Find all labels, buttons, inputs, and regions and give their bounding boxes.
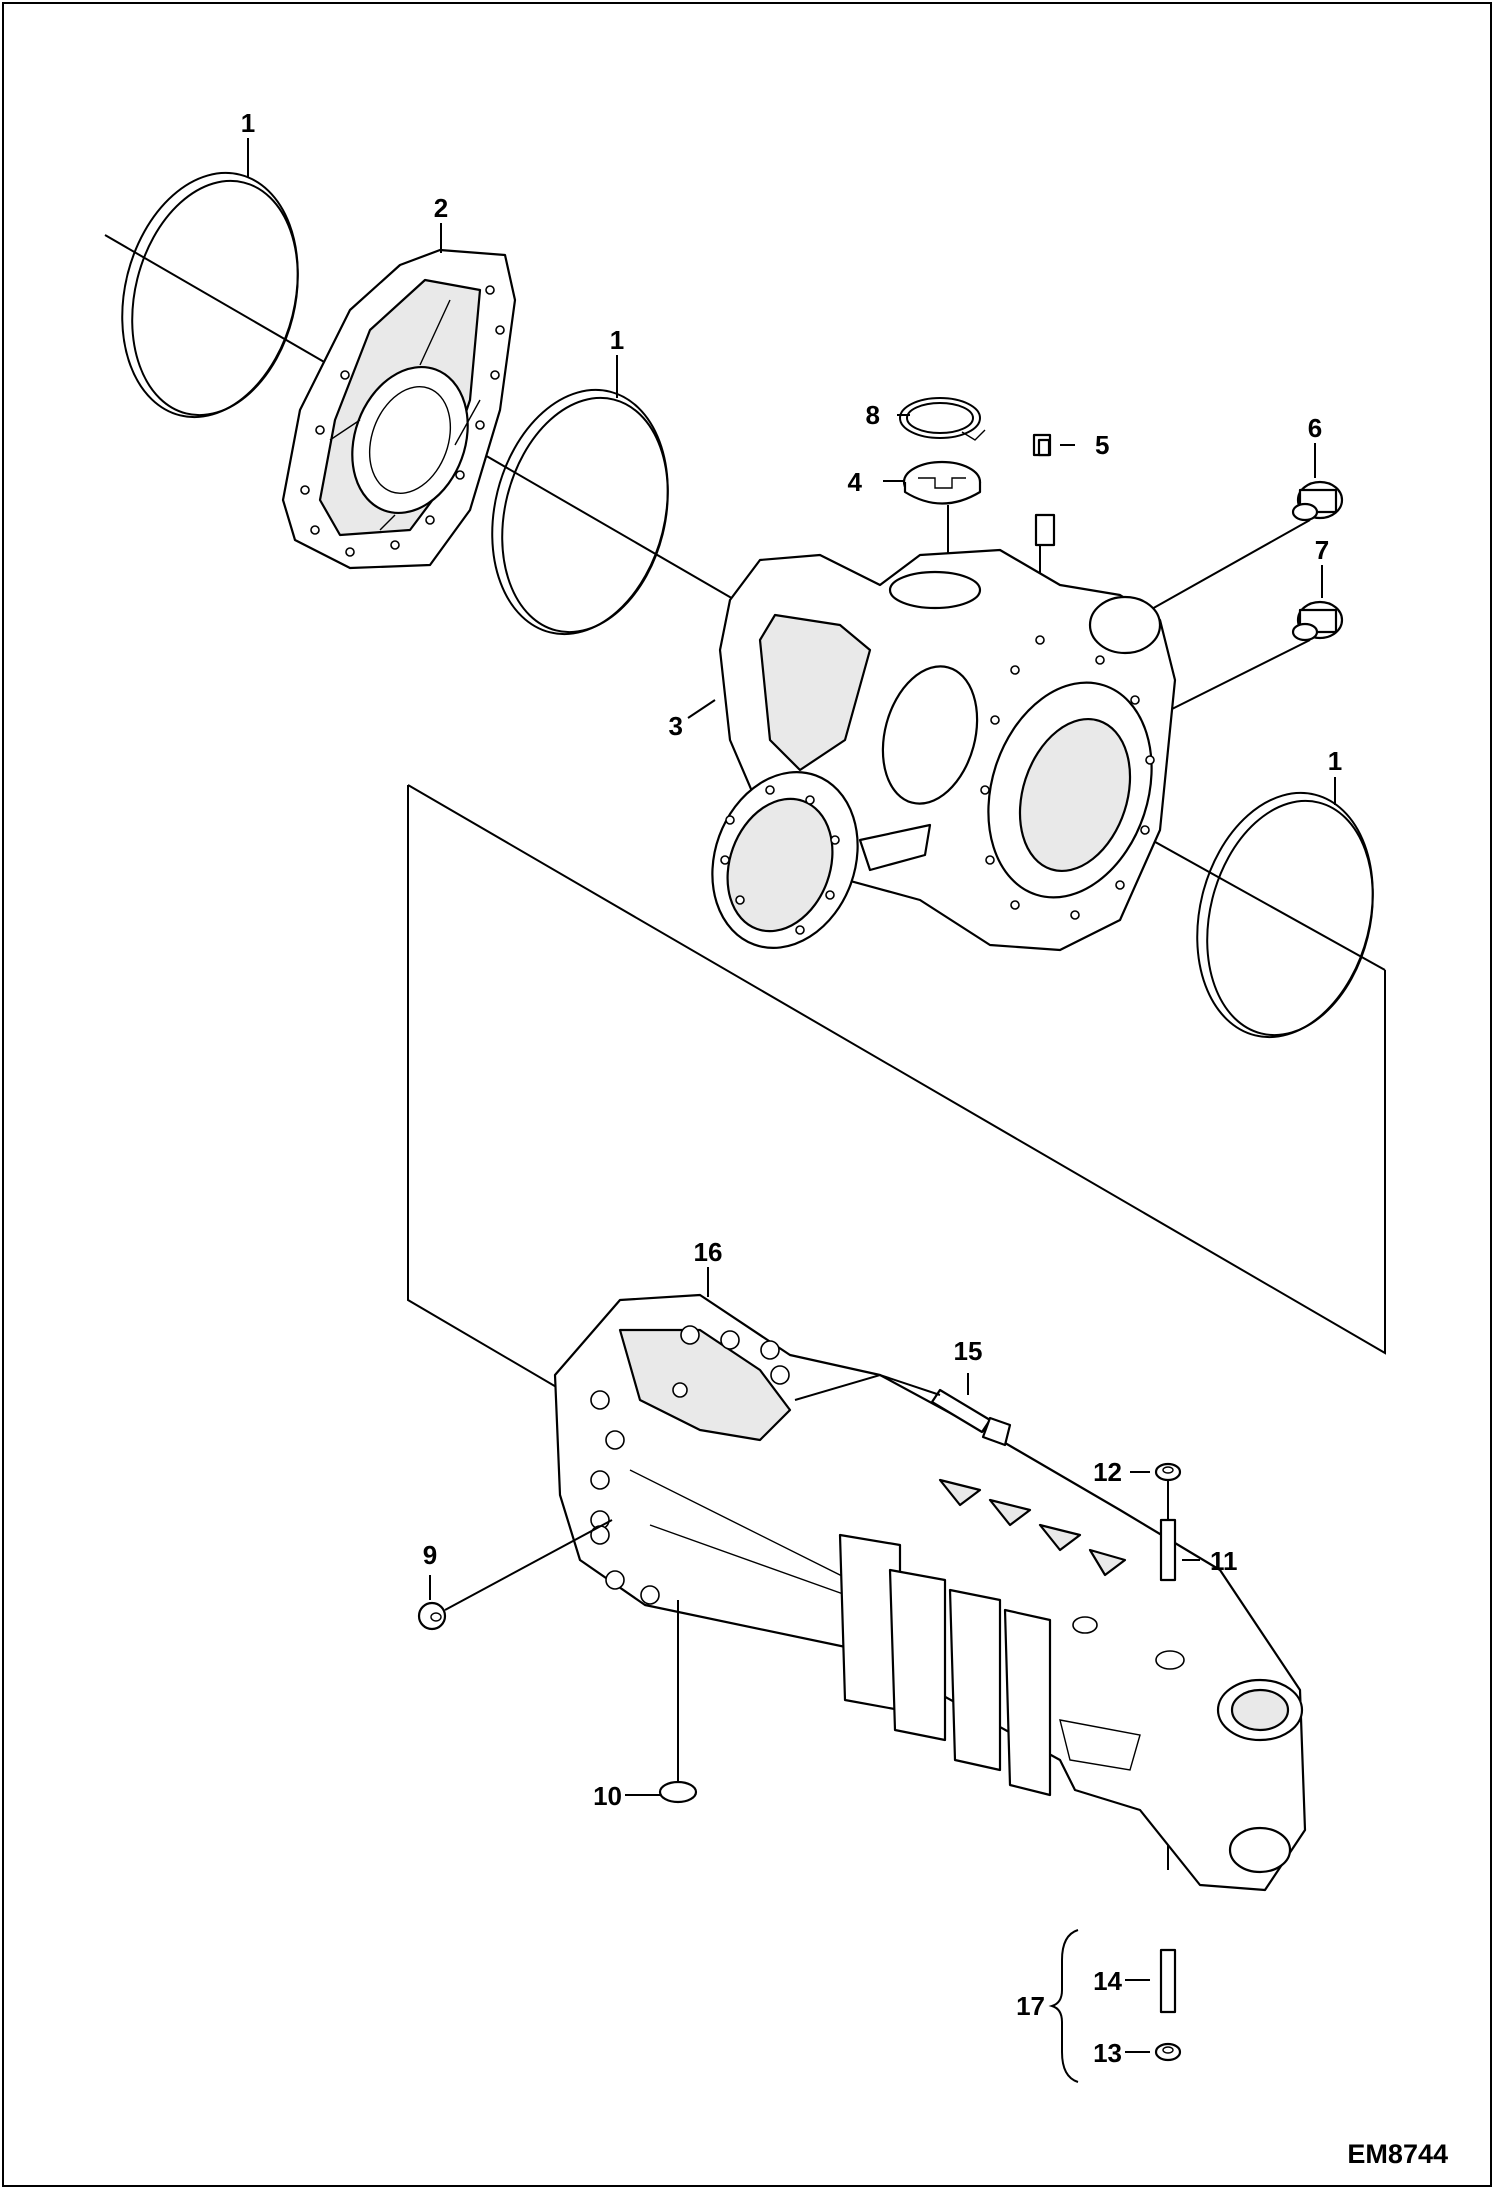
callout-4: 4 <box>848 467 863 497</box>
stud-part-11 <box>1159 1518 1177 1582</box>
callout-1-middle: 1 <box>610 325 624 355</box>
fitting-part-5 <box>1032 433 1056 547</box>
o-ring-part-1-middle <box>491 388 669 636</box>
leader-lines <box>247 138 1336 2083</box>
nut-part-13 <box>1154 2042 1182 2062</box>
callout-1-right: 1 <box>1328 746 1342 776</box>
stud-part-14 <box>1159 1948 1177 2014</box>
cover-flange-part-2 <box>281 248 517 570</box>
snap-ring-part-8 <box>899 397 986 441</box>
plug-part-10 <box>658 1600 698 1804</box>
callout-12: 12 <box>1093 1457 1122 1487</box>
callout-5: 5 <box>1095 430 1109 460</box>
plug-part-7 <box>1291 600 1344 642</box>
callout-14: 14 <box>1093 1966 1122 1996</box>
callout-11: 11 <box>1210 1546 1238 1576</box>
callout-6: 6 <box>1308 413 1322 443</box>
knuckle-housing-part-3 <box>711 548 1177 952</box>
plug-part-9 <box>417 1519 613 1631</box>
callout-1-left: 1 <box>241 108 255 138</box>
callout-2: 2 <box>434 193 448 223</box>
callout-8: 8 <box>866 400 880 430</box>
axle-housing-part-16 <box>553 1293 1307 1892</box>
o-ring-part-1-right <box>1196 791 1374 1039</box>
bolt-part-15 <box>794 1373 1012 1447</box>
callouts: 1 2 1 8 5 6 4 7 3 1 16 15 12 9 11 10 14 … <box>241 108 1342 2068</box>
callout-15: 15 <box>954 1336 983 1366</box>
callout-17: 17 <box>1016 1991 1045 2021</box>
callout-3: 3 <box>669 711 683 741</box>
nut-part-12 <box>1154 1462 1182 1482</box>
plug-part-6 <box>1291 480 1344 522</box>
callout-16: 16 <box>694 1237 723 1267</box>
o-ring-part-1-left <box>121 171 299 419</box>
drawing-code: EM8744 <box>1347 2139 1448 2169</box>
shim-part-4 <box>902 460 982 505</box>
callout-13: 13 <box>1093 2038 1122 2068</box>
callout-9: 9 <box>423 1540 437 1570</box>
callout-7: 7 <box>1315 535 1329 565</box>
callout-10: 10 <box>593 1781 622 1811</box>
